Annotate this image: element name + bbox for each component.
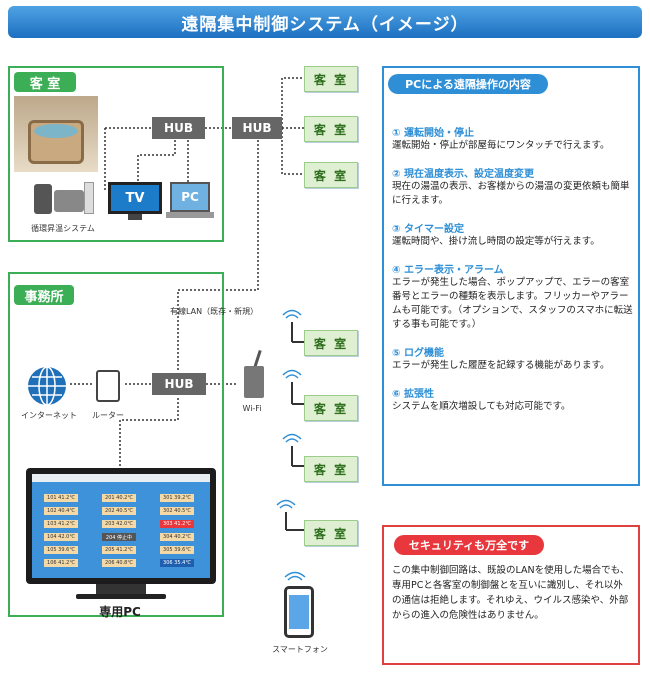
title-banner: 遠隔集中制御システム（イメージ） bbox=[8, 6, 642, 38]
feature-item: ⑤ ログ機能 エラーが発生した履歴を記録する機能があります。 bbox=[392, 344, 634, 373]
feature-list: ① 運転開始・停止 運転開始・停止が部屋毎にワンタッチで行えます。 ② 現在温度… bbox=[392, 124, 634, 414]
globe-icon bbox=[26, 365, 68, 407]
operations-panel-title: PCによる遠隔操作の内容 bbox=[388, 74, 548, 94]
room-status-cell: 204 停止中 bbox=[102, 533, 136, 541]
circulation-system-caption: 循環昇温システム bbox=[31, 224, 95, 233]
room-status-cell: 306 35.4℃ bbox=[160, 559, 194, 567]
hub-office: HUB bbox=[152, 373, 206, 395]
guest-room-label: 客 室 bbox=[14, 72, 76, 92]
room-box-lower-3: 客 室 bbox=[304, 456, 358, 482]
router-caption: ルーター bbox=[92, 411, 124, 420]
circulation-system-image bbox=[28, 178, 98, 218]
feature-text: エラーが発生した履歴を記録する機能があります。 bbox=[392, 360, 610, 371]
room-status-cell: 205 41.2℃ bbox=[102, 546, 136, 554]
pc-screen: 101 41.2℃ 102 40.4℃ 103 41.2℃ 104 42.0℃ 105 … bbox=[32, 474, 210, 578]
feature-heading: ③ タイマー設定 bbox=[392, 224, 464, 235]
room-status-cell: 104 42.0℃ bbox=[44, 533, 78, 541]
feature-text: 運転開始・停止が部屋毎にワンタッチで行えます。 bbox=[392, 140, 610, 151]
pc-laptop: PC bbox=[166, 182, 214, 220]
feature-text: 現在の湯温の表示、お客様からの湯温の変更依頼も簡単に行えます。 bbox=[392, 181, 630, 206]
monitor-stand bbox=[96, 584, 146, 594]
room-status-cell: 201 40.2℃ bbox=[102, 494, 136, 502]
tv-label: TV bbox=[108, 182, 162, 214]
room-status-cell: 302 40.5℃ bbox=[160, 507, 194, 515]
internet-caption: インターネット bbox=[21, 411, 77, 420]
feature-item: ④ エラー表示・アラーム エラーが発生した場合、ポップアップで、エラーの客室番号… bbox=[392, 261, 634, 332]
hub-main: HUB bbox=[232, 117, 282, 139]
room-status-cell: 102 40.4℃ bbox=[44, 507, 78, 515]
room-status-cell: 206 40.8℃ bbox=[102, 559, 136, 567]
feature-item: ⑥ 拡張性 システムを順次増設しても対応可能です。 bbox=[392, 385, 634, 414]
feature-heading: ④ エラー表示・アラーム bbox=[392, 265, 504, 276]
hub-guest-room: HUB bbox=[152, 117, 205, 139]
wifi-caption: Wi-Fi bbox=[242, 404, 262, 413]
room-status-cell: 202 40.5℃ bbox=[102, 507, 136, 515]
bath-photo bbox=[14, 96, 98, 172]
room-status-cell: 303 41.2℃ bbox=[160, 520, 194, 528]
room-status-cell: 305 39.6℃ bbox=[160, 546, 194, 554]
security-panel bbox=[382, 525, 640, 665]
pc-label: PC bbox=[170, 182, 210, 212]
feature-text: システムを順次増設しても対応可能です。 bbox=[392, 401, 571, 412]
feature-heading: ② 現在温度表示、設定温度変更 bbox=[392, 169, 534, 180]
dedicated-pc-monitor: 101 41.2℃ 102 40.4℃ 103 41.2℃ 104 42.0℃ 105 … bbox=[26, 468, 216, 584]
smartphone-icon bbox=[284, 586, 314, 638]
room-status-cell: 101 41.2℃ bbox=[44, 494, 78, 502]
guest-room-frame bbox=[8, 66, 224, 242]
feature-heading: ① 運転開始・停止 bbox=[392, 128, 474, 139]
feature-heading: ⑤ ログ機能 bbox=[392, 348, 444, 359]
feature-item: ② 現在温度表示、設定温度変更 現在の湯温の表示、お客様からの湯温の変更依頼も簡… bbox=[392, 165, 634, 208]
room-status-cell: 304 40.2℃ bbox=[160, 533, 194, 541]
room-box-lower-2: 客 室 bbox=[304, 395, 358, 421]
room-status-cell: 103 41.2℃ bbox=[44, 520, 78, 528]
room-status-cell: 301 39.2℃ bbox=[160, 494, 194, 502]
room-box-upper-1: 客 室 bbox=[304, 66, 358, 92]
security-text: この集中制御回路は、既設のLANを使用した場合でも、専用PCと各客室の制御盤とを… bbox=[392, 565, 630, 621]
monitor-base bbox=[76, 594, 166, 599]
router-icon bbox=[96, 370, 120, 402]
room-status-cell: 105 39.6℃ bbox=[44, 546, 78, 554]
office-label: 事務所 bbox=[14, 285, 74, 305]
room-box-lower-4: 客 室 bbox=[304, 520, 358, 546]
room-status-cell: 203 42.0℃ bbox=[102, 520, 136, 528]
office-frame bbox=[8, 272, 224, 617]
room-box-lower-1: 客 室 bbox=[304, 330, 358, 356]
wifi-router-icon bbox=[238, 349, 268, 400]
smartphone-caption: スマートフォン bbox=[272, 645, 328, 654]
room-box-upper-3: 客 室 bbox=[304, 162, 358, 188]
feature-item: ① 運転開始・停止 運転開始・停止が部屋毎にワンタッチで行えます。 bbox=[392, 124, 634, 153]
lan-caption: 有線LAN（既存・新規） bbox=[170, 307, 259, 316]
room-box-upper-2: 客 室 bbox=[304, 116, 358, 142]
screen-toolbar bbox=[32, 474, 210, 482]
feature-text: エラーが発生した場合、ポップアップで、エラーの客室番号とエラーの種類を表示します… bbox=[392, 277, 633, 330]
room-status-cell: 106 41.2℃ bbox=[44, 559, 78, 567]
dedicated-pc-caption: 専用PC bbox=[99, 605, 141, 619]
feature-text: 運転時間や、掛け流し時間の設定等が行えます。 bbox=[392, 236, 600, 247]
feature-heading: ⑥ 拡張性 bbox=[392, 389, 434, 400]
security-panel-title: セキュリティも万全です bbox=[394, 535, 544, 555]
feature-item: ③ タイマー設定 運転時間や、掛け流し時間の設定等が行えます。 bbox=[392, 220, 634, 249]
operations-panel bbox=[382, 66, 640, 486]
tv-monitor: TV bbox=[108, 182, 162, 220]
